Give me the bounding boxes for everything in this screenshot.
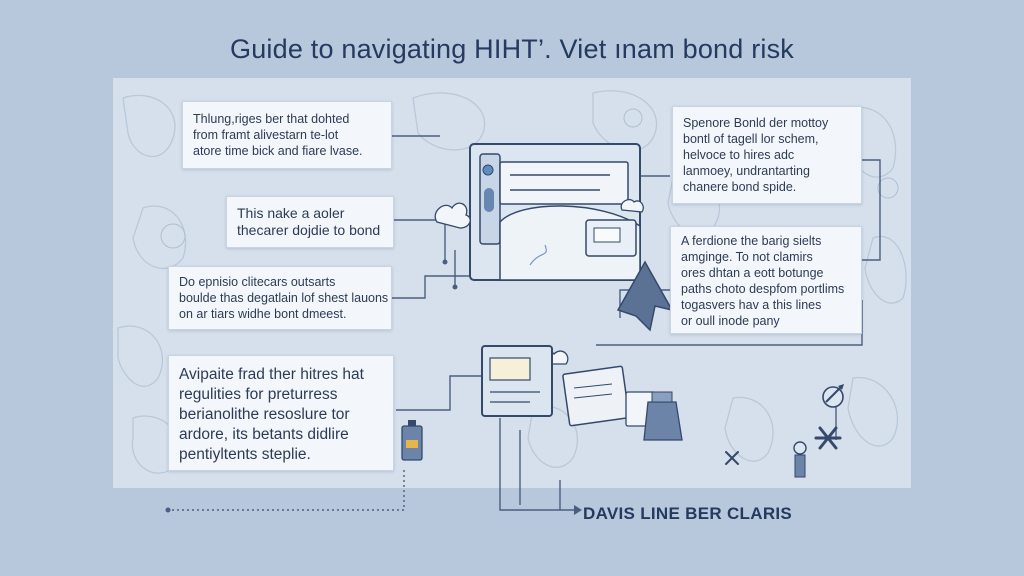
card-line: bontl of tagell lor schem, — [683, 132, 819, 146]
sparkle-icon — [725, 451, 739, 465]
card-line: regulities for preturress — [179, 386, 338, 403]
card-line: lanmoey, undrantarting — [683, 164, 810, 178]
card-line: pentiyltents steplie. — [179, 446, 311, 463]
card-line: atore time bick and fiare lvase. — [193, 144, 363, 158]
gear-icon — [814, 426, 842, 450]
page-title: Guide to navigating HIHT’. Viet ınam bon… — [230, 34, 794, 64]
callout-card-top-left: Thlung,riges ber that dohted from framt … — [182, 101, 392, 169]
card-line: ardore, its betants didlire — [179, 426, 349, 443]
callout-card-top-right: Spenore Bonld der mottoy bontl of tagell… — [672, 106, 862, 204]
callout-card-mid-left: This nake a aoler thecarer dojdie to bon… — [226, 196, 394, 248]
card-line: on ar tiars widhe bont dmeest. — [179, 307, 347, 321]
card-line: or oull inode pany — [681, 314, 780, 328]
small-window-icon — [585, 219, 637, 257]
browser-window-icon — [469, 143, 641, 281]
card-line: Thlung,riges ber that dohted — [193, 112, 350, 126]
card-line: from framt alivestarn te-lot — [193, 128, 339, 142]
card-line: Avipaite frad ther hitres hat — [179, 366, 364, 383]
battery-icon — [401, 420, 423, 461]
card-line: Spenore Bonld der mottoy — [683, 116, 829, 130]
card-line: amginge. To not clamirs — [681, 250, 813, 264]
card-line: berianolithe resoslure tor — [179, 406, 350, 423]
card-line: helvoce to hires adc — [683, 148, 795, 162]
footer-label: DAVIS LINE BER CLARIS — [583, 504, 793, 523]
card-line: Do epnisio clitecars outsarts — [179, 275, 336, 289]
card-line: This nake a aoler — [237, 205, 345, 221]
document-stack-icon — [481, 345, 657, 427]
card-line: A ferdione the barig sielts — [681, 234, 822, 248]
card-line: paths choto despfom portlims — [681, 282, 845, 296]
card-line: ores dhtan a eott botunge — [681, 266, 824, 280]
card-line: boulde thas degatlain lof shest lauons — [179, 291, 389, 305]
world-map — [117, 90, 907, 474]
chart-arrow-icon — [822, 384, 844, 408]
callout-card-mid-right: A ferdione the barig sielts amginge. To … — [670, 226, 862, 334]
callout-card-bottom-left: Avipaite frad ther hitres hat regulities… — [168, 355, 394, 471]
callout-card-lower-left: Do epnisio clitecars outsarts boulde tha… — [168, 266, 392, 330]
card-line: togasvers hav a this lines — [681, 298, 822, 312]
gift-box-icon — [643, 391, 683, 441]
cloud-icon — [434, 198, 644, 365]
card-line: chanere bond spide. — [683, 180, 797, 194]
network-node-icon — [793, 441, 807, 478]
upward-arrow-icon — [616, 260, 674, 332]
card-line: thecarer dojdie to bond — [237, 222, 381, 238]
